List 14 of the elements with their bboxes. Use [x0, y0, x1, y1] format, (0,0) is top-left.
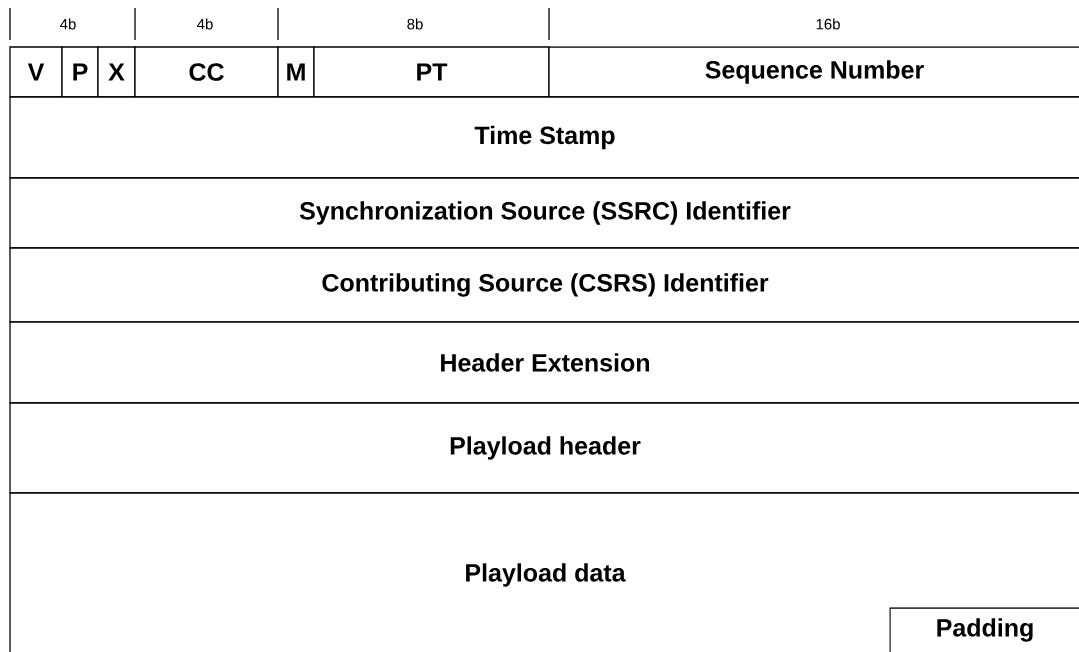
field-box: Header Extension	[9, 321, 1079, 404]
field-box: P	[61, 46, 99, 98]
field-box: Padding	[889, 607, 1079, 652]
bit-width-label: 4b	[197, 18, 213, 30]
field-box: M	[277, 46, 315, 98]
field-box: X	[97, 46, 136, 98]
field-box: Contributing Source (CSRS) Identifier	[9, 247, 1079, 323]
field-box: Synchronization Source (SSRC) Identifier	[9, 177, 1079, 249]
field-box: V	[9, 46, 63, 98]
node-label: Sequence Number	[705, 60, 924, 84]
bit-width-label: 8b	[407, 18, 423, 30]
bit-width-label: 4b	[60, 18, 76, 30]
field-box: Playload header	[9, 402, 1079, 494]
bit-width-label: 16b	[816, 18, 840, 30]
